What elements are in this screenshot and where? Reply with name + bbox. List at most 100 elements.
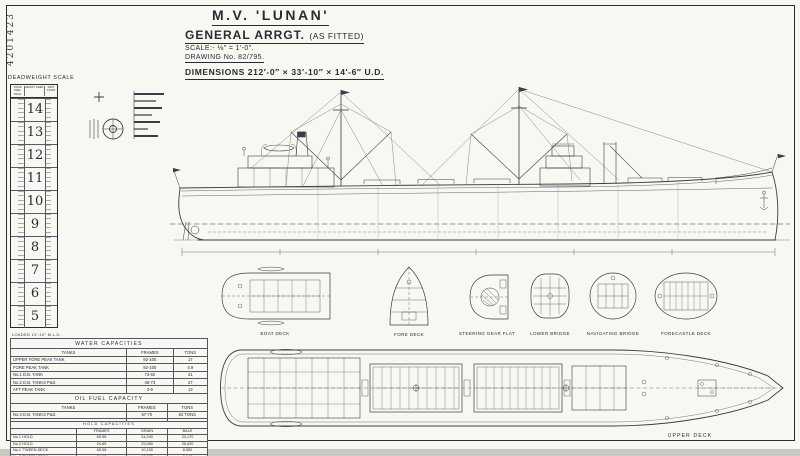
dw-row: 8 [11, 236, 57, 260]
tick-marks [45, 306, 57, 329]
dw-row: 10 [11, 190, 57, 214]
cell: 92-100 [126, 363, 174, 372]
section-label: LOWER BRIDGE [530, 331, 570, 336]
draft-number: 6 [30, 286, 40, 302]
tick-marks [45, 283, 57, 306]
dw-row: 9 [11, 213, 57, 237]
draft-number: 13 [26, 125, 44, 141]
cell: UPPER FORE PEAK TANK [10, 355, 127, 365]
scale-label: SCALE:- ⅛″ = 1′-0″. [185, 45, 254, 52]
section-label: FORECASTLE DECK [661, 331, 711, 336]
hull-group [169, 167, 791, 241]
tick-marks [11, 214, 25, 237]
deadweight-note: LOADED 13′-10″ M.L.D. [12, 332, 62, 337]
deadweight-scale-title: DEADWEIGHT SCALE [8, 75, 75, 81]
tick-marks [11, 260, 25, 283]
anchor-group [759, 190, 769, 210]
tick-marks [45, 168, 57, 191]
tick-marks [11, 168, 25, 191]
draft-number: 7 [30, 263, 40, 279]
draft-number: 12 [26, 148, 44, 164]
cell: AFT PEAK TANK [10, 385, 127, 394]
cell: No.3 D.B. TANKS P&S [10, 410, 127, 420]
cell: 73-92 [126, 370, 174, 380]
tick-marks [45, 99, 57, 122]
section-label: STEERING GEAR FLAT [458, 331, 516, 336]
ship-name-title: M.V. 'LUNAN' [212, 7, 330, 26]
dimensions-label: DIMENSIONS 212′-0″ × 33′-10″ × 14′-6″ U.… [185, 67, 384, 80]
column-header: FRAMES [126, 348, 174, 357]
dw-row: 7 [11, 259, 57, 283]
table-title: OIL FUEL CAPACITY [10, 392, 208, 405]
scan-edge [0, 449, 800, 456]
tick-marks [11, 191, 25, 214]
dw-row: 14 [11, 98, 57, 122]
navigating-bridge-plan-drawing [589, 272, 637, 320]
legend-symbols [89, 91, 164, 140]
rigging-group [250, 88, 773, 187]
tick-marks [45, 145, 57, 168]
cell: 8,640 [167, 453, 208, 456]
table-title: WATER CAPACITIES [10, 337, 208, 350]
tick-marks [11, 283, 25, 306]
column-header: TANKS [10, 403, 127, 412]
drawing-title-main: GENERAL ARRGT. [185, 28, 306, 42]
draft-number: 8 [30, 240, 40, 256]
tick-marks [45, 191, 57, 214]
draft-number: 11 [26, 171, 44, 187]
forecastle-deck-plan-drawing [654, 272, 718, 320]
superstructure-group [237, 131, 591, 188]
profile-elevation-drawing [169, 87, 791, 256]
column-header: TONS [172, 348, 209, 357]
steering-gear-flat-drawing [469, 274, 509, 320]
tick-marks [45, 214, 57, 237]
lower-bridge-plan-drawing [530, 273, 570, 319]
dw-col-header: DWT TONS [46, 85, 56, 93]
cell: 46-73 [126, 377, 174, 387]
cell: 24-65 [75, 453, 128, 456]
dw-col-header: TONS PER INCH [11, 85, 25, 97]
section-label: BOAT DECK [260, 331, 290, 336]
column-header: TONS [166, 403, 209, 412]
dw-row: 6 [11, 282, 57, 306]
tick-marks [45, 260, 57, 283]
cell: 57-70 [126, 410, 168, 420]
draft-number: 14 [26, 102, 44, 118]
tick-marks [11, 306, 25, 329]
cell: 92-100 [126, 355, 174, 365]
dimension-line-group [181, 248, 776, 256]
flags-staffs-group [172, 87, 786, 189]
tick-marks [11, 99, 25, 122]
cell: 4.9 [172, 363, 209, 372]
draft-number: 5 [30, 309, 40, 325]
boat-deck-plan-drawing [221, 266, 331, 326]
dw-row: 13 [11, 121, 57, 145]
tick-marks [45, 237, 57, 260]
tick-marks [11, 145, 25, 168]
tick-marks [11, 237, 25, 260]
cell: 62 TONS [166, 410, 209, 420]
archive-stamp: 4201423 [6, 12, 16, 67]
tick-marks [11, 122, 25, 145]
drawing-title: GENERAL ARRGT. (AS FITTED) [185, 28, 364, 44]
sheet-border [6, 5, 795, 441]
draft-number: 10 [26, 194, 44, 210]
dw-row: 12 [11, 144, 57, 168]
dw-row: 5 [11, 305, 57, 329]
drawing-number: DRAWING No. 82/795. [185, 54, 265, 63]
draft-number: 9 [30, 217, 40, 233]
fore-deck-plan-drawing [389, 266, 429, 326]
dw-row: 11 [11, 167, 57, 191]
column-header: TANKS [10, 348, 127, 357]
drawing-title-suffix: (AS FITTED) [309, 31, 364, 41]
deck-plan-label: UPPER DECK [667, 433, 713, 439]
column-header: FRAMES [126, 403, 168, 412]
cell: 17 [172, 355, 209, 365]
cell: 31 [172, 370, 209, 380]
cell: No.2 D.B. TANKS P&S [10, 377, 127, 387]
